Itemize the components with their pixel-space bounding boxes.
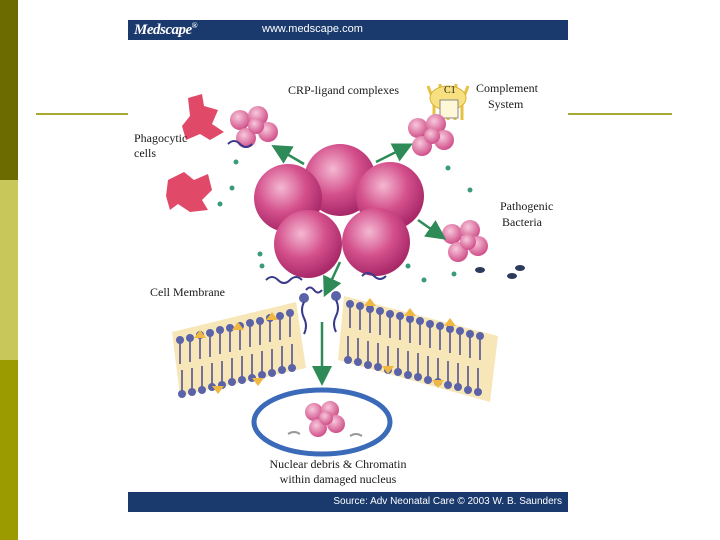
pathway-arrows — [271, 143, 447, 386]
label-pathogenic-bacteria: Bacteria — [502, 215, 542, 229]
title-rule-right — [568, 113, 672, 115]
crp-complex-bacteria — [442, 220, 525, 279]
crp-membrane-insertion — [299, 291, 341, 335]
label-phagocytic: Phagocytic — [134, 131, 188, 145]
source-credit: Source: Adv Neonatal Care © 2003 W. B. S… — [333, 496, 562, 507]
sidebar-block-bottom — [0, 360, 18, 540]
label-c1: C1 — [444, 85, 456, 96]
ligand-chains — [265, 272, 387, 294]
figure-footer-bar: Source: Adv Neonatal Care © 2003 W. B. S… — [128, 492, 568, 512]
crp-complex-left — [227, 106, 278, 148]
label-pathogenic: Pathogenic — [500, 199, 554, 213]
complement-c1-molecule — [426, 83, 470, 120]
medscape-logo: Medscape® — [134, 21, 198, 38]
phagocytic-cell-bottom — [166, 172, 212, 212]
damaged-nucleus — [251, 387, 393, 457]
label-damaged-nucleus: within damaged nucleus — [279, 472, 397, 486]
sidebar-block-middle — [0, 180, 18, 360]
arrow-to-bacteria — [417, 218, 447, 240]
arrow-to-membrane — [323, 261, 342, 298]
phagocytic-cell-top — [182, 94, 224, 140]
arrow-to-phagocytic — [271, 144, 305, 166]
label-complement-system: System — [488, 97, 524, 111]
figure-header-bar: Medscape® www.medscape.com — [128, 20, 568, 40]
diagram-artwork — [166, 83, 525, 457]
label-cell-membrane: Cell Membrane — [150, 285, 225, 299]
title-rule-left — [36, 113, 128, 115]
label-complement: Complement — [476, 81, 538, 95]
label-crp-ligand-complexes: CRP-ligand complexes — [288, 83, 399, 97]
cell-membrane-right — [338, 296, 498, 402]
sidebar-block-top — [0, 0, 18, 180]
crp-complex-right — [408, 114, 454, 156]
arrow-to-complement — [375, 143, 413, 164]
crp-pentamer — [254, 144, 424, 278]
label-nuclear-debris: Nuclear debris & Chromatin — [269, 457, 407, 471]
slide-sidebar — [0, 0, 18, 540]
small-ligand-dots — [217, 159, 473, 283]
header-url: www.medscape.com — [262, 23, 363, 35]
cell-membrane-left — [172, 302, 306, 398]
label-phagocytic-cells: cells — [134, 146, 156, 160]
crp-diagram-figure: Medscape® www.medscape.com — [128, 20, 568, 512]
